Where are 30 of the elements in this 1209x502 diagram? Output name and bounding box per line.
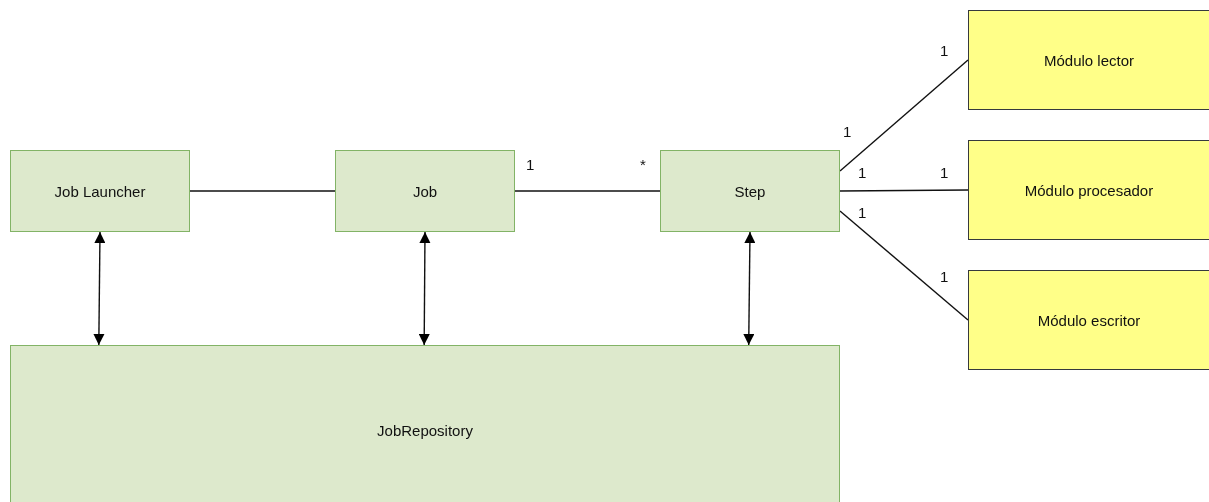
connector-line	[839, 210, 969, 321]
connector-line	[839, 59, 969, 172]
arrow	[93, 231, 106, 346]
module-box	[968, 140, 1209, 240]
node-label: Módulo escritor	[1037, 311, 1141, 329]
connector-line	[839, 189, 969, 192]
multiplicity-label: 1	[858, 204, 867, 221]
node-label: Job Launcher	[54, 182, 146, 200]
connector-line	[189, 190, 336, 192]
multiplicity-label: 1	[843, 123, 852, 140]
process-box	[335, 150, 515, 232]
module-box	[968, 270, 1209, 370]
node-label: Módulo lector	[1043, 51, 1134, 69]
multiplicity-label: 1	[526, 156, 535, 173]
connector-line	[514, 190, 661, 192]
process-box	[10, 150, 190, 232]
multiplicity-label: 1	[940, 42, 949, 59]
multiplicity-label: 1	[940, 164, 949, 181]
arrow	[418, 231, 431, 346]
multiplicity-label: *	[640, 156, 646, 173]
process-box	[660, 150, 840, 232]
arrow	[743, 231, 756, 346]
node-label: JobRepository	[377, 421, 473, 439]
multiplicity-label: 1	[940, 268, 949, 285]
multiplicity-label: 1	[858, 164, 867, 181]
node-label: Step	[734, 182, 766, 200]
node-label: Job	[412, 182, 438, 200]
module-box	[968, 10, 1209, 110]
process-box	[10, 345, 840, 502]
node-label: Módulo procesador	[1024, 181, 1154, 199]
